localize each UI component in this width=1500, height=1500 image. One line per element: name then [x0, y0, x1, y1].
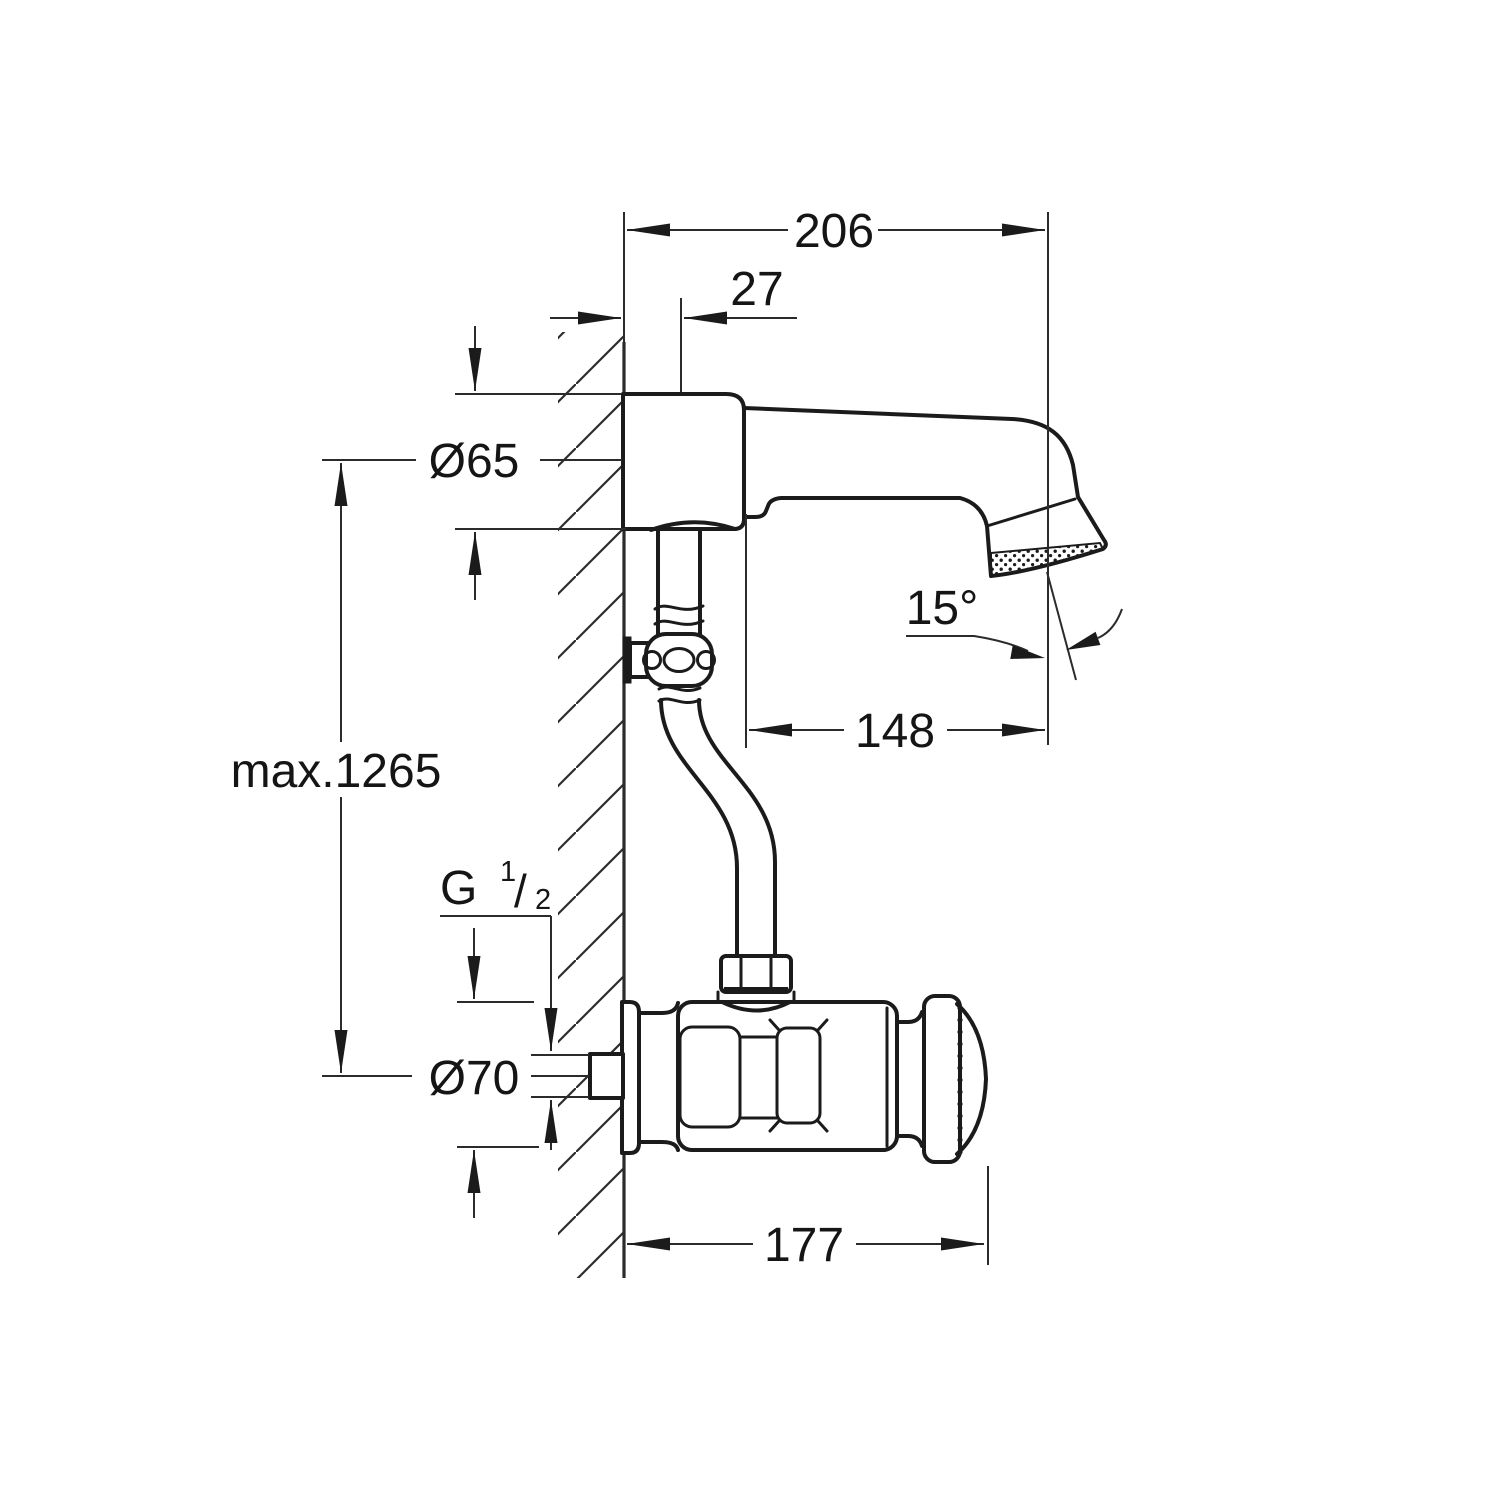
wall-section [558, 212, 626, 1278]
body-detail-right [775, 1026, 822, 1125]
dim-g-half: G 1 / 2 [440, 856, 589, 1150]
dim-label-177: 177 [764, 1219, 844, 1272]
inlet-stub [588, 1052, 625, 1100]
dim-206: 206 [627, 205, 1049, 745]
thread-label-slash: / [514, 865, 527, 917]
pipe-break-squiggle [653, 604, 705, 611]
dim-27: 27 [550, 263, 797, 392]
ball-joint [644, 632, 714, 688]
ball-joint-assembly [622, 520, 737, 705]
ball-top-arc [649, 520, 737, 532]
dim-148: 148 [745, 514, 1045, 758]
riser-pipe [659, 698, 777, 960]
dim-label-70: Ø70 [429, 1052, 520, 1105]
angle-arc [1097, 608, 1123, 639]
head-rim-line [985, 497, 1077, 528]
nut-saddle-arc [720, 1000, 792, 1013]
dim-max1265: max.1265 [231, 459, 622, 1077]
thread-label-g: G [440, 862, 477, 915]
pipe-break-squiggle [657, 697, 702, 705]
dim-70: Ø70 [429, 928, 539, 1218]
valve-assembly [588, 954, 988, 1164]
handle-knob-skirt [922, 994, 962, 1164]
wall-rosette [621, 392, 746, 531]
thread-label-denominator: 2 [535, 884, 551, 916]
dim-label-206: 206 [794, 205, 874, 258]
wall-hatch [558, 332, 623, 1278]
angle-leader [906, 635, 1029, 652]
dim-label-15deg: 15° [906, 582, 979, 635]
thread-label-numerator: 1 [500, 856, 516, 888]
pipe-break-squiggle [653, 619, 705, 626]
union-nut [719, 954, 793, 994]
dim-label-max1265: max.1265 [231, 745, 442, 798]
knurl-dots [957, 1005, 963, 1155]
shower-arm [621, 392, 1108, 578]
body-detail-left [678, 1025, 742, 1129]
dim-label-65: Ø65 [429, 435, 520, 488]
dim-177: 177 [627, 1166, 989, 1272]
dim-angle-15: 15° [906, 571, 1123, 681]
angle-axis-line [1046, 571, 1077, 681]
handle-knob-dome [955, 1002, 988, 1156]
pipe-break-squiggle [657, 685, 702, 693]
dim-label-148: 148 [855, 705, 935, 758]
dim-label-27: 27 [730, 263, 783, 316]
dim-65: Ø65 [429, 326, 626, 600]
